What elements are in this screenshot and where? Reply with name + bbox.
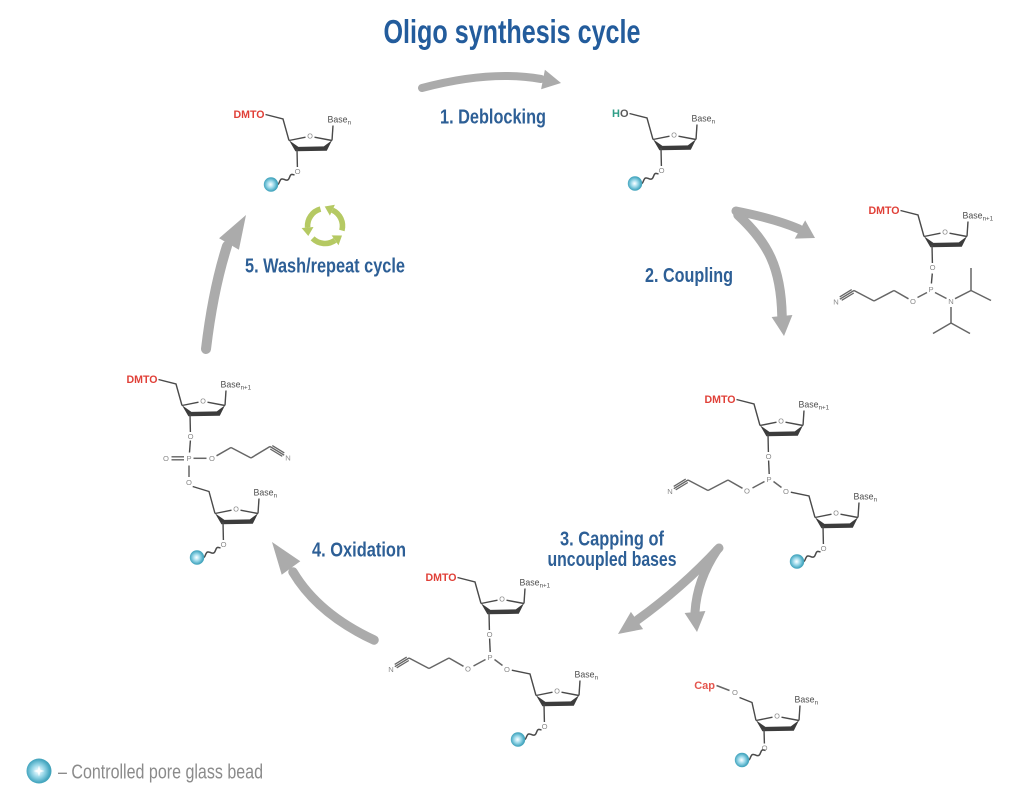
svg-text:DMTO: DMTO — [869, 205, 900, 217]
svg-text:P: P — [928, 285, 933, 294]
svg-text:P: P — [766, 475, 771, 484]
svg-text:uncoupled bases: uncoupled bases — [548, 548, 677, 571]
svg-text:O: O — [209, 454, 215, 463]
svg-text:N: N — [388, 665, 393, 674]
svg-text:N: N — [833, 298, 838, 307]
svg-text:O: O — [930, 263, 936, 272]
svg-text:O: O — [221, 540, 227, 549]
svg-text:DMTO: DMTO — [127, 374, 158, 386]
svg-text:O: O — [499, 595, 505, 604]
svg-text:O: O — [732, 688, 738, 697]
svg-text:O: O — [833, 509, 839, 518]
svg-text:Basen: Basen — [692, 114, 716, 126]
svg-text:O: O — [774, 712, 780, 721]
svg-text:– Controlled pore glass bead: – Controlled pore glass bead — [58, 761, 263, 784]
svg-text:Oligo synthesis cycle: Oligo synthesis cycle — [384, 13, 641, 50]
svg-text:O: O — [778, 417, 784, 426]
svg-text:2. Coupling: 2. Coupling — [645, 264, 733, 287]
svg-text:O: O — [910, 297, 916, 306]
svg-text:O: O — [163, 454, 169, 463]
svg-text:N: N — [667, 487, 672, 496]
svg-text:Basen: Basen — [328, 115, 352, 127]
svg-text:Basen: Basen — [575, 670, 599, 682]
svg-text:Basen: Basen — [854, 492, 878, 504]
svg-text:HO: HO — [612, 108, 629, 120]
svg-text:O: O — [307, 132, 313, 141]
svg-text:O: O — [295, 167, 301, 176]
svg-text:5. Wash/repeat cycle: 5. Wash/repeat cycle — [245, 255, 405, 278]
svg-text:O: O — [188, 432, 194, 441]
svg-text:3. Capping of: 3. Capping of — [560, 528, 664, 551]
svg-text:O: O — [465, 664, 471, 673]
svg-text:O: O — [942, 228, 948, 237]
svg-text:O: O — [554, 687, 560, 696]
svg-text:O: O — [659, 166, 665, 175]
svg-text:N: N — [948, 297, 953, 306]
svg-text:O: O — [186, 478, 192, 487]
svg-text:Basen: Basen — [795, 695, 819, 707]
svg-text:O: O — [762, 744, 768, 753]
svg-text:Basen: Basen — [254, 488, 278, 500]
svg-text:O: O — [487, 630, 493, 639]
svg-text:O: O — [821, 544, 827, 553]
svg-text:4. Oxidation: 4. Oxidation — [312, 539, 406, 562]
svg-text:O: O — [504, 665, 510, 674]
svg-text:P: P — [487, 653, 492, 662]
svg-text:N: N — [285, 454, 290, 463]
svg-text:DMTO: DMTO — [705, 394, 736, 406]
svg-text:O: O — [744, 486, 750, 495]
svg-text:O: O — [200, 397, 206, 406]
svg-text:O: O — [671, 131, 677, 140]
svg-text:DMTO: DMTO — [234, 109, 265, 121]
svg-text:O: O — [542, 722, 548, 731]
svg-text:1. Deblocking: 1. Deblocking — [440, 106, 546, 129]
svg-text:O: O — [783, 487, 789, 496]
svg-text:O: O — [233, 505, 239, 514]
svg-text:O: O — [766, 452, 772, 461]
svg-text:DMTO: DMTO — [426, 572, 457, 584]
svg-text:Cap: Cap — [694, 680, 715, 692]
svg-text:P: P — [186, 454, 191, 463]
